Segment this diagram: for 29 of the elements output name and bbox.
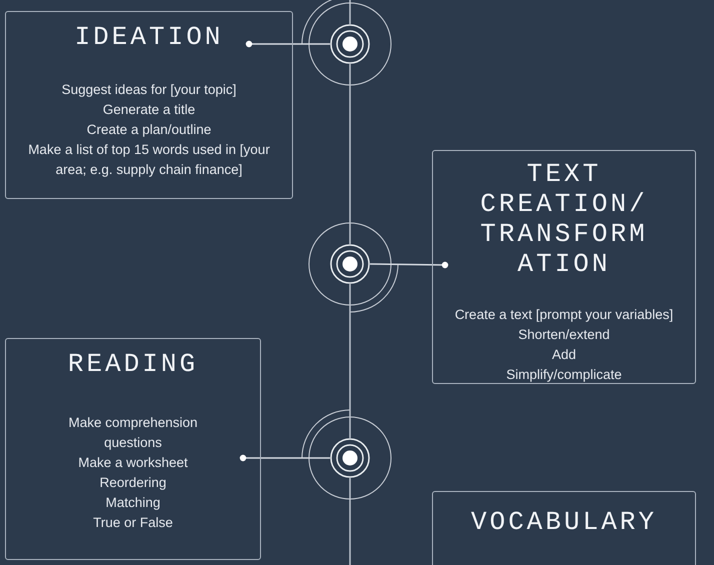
list-item: Shorten/extend xyxy=(517,326,611,344)
list-item: Create a text [prompt your variables] xyxy=(454,306,674,324)
leader-line xyxy=(240,454,330,462)
card-heading: IDEATION xyxy=(74,22,224,52)
list-item: Generate a title xyxy=(102,101,196,119)
card-heading: READING xyxy=(66,349,200,379)
timeline-line xyxy=(349,64,351,244)
card xyxy=(432,491,696,565)
target-circle xyxy=(330,438,370,478)
card-heading: VOCABULARY xyxy=(470,507,658,537)
list-item: Make a list of top 15 words used in [your area; e.g. supply chain finance] xyxy=(27,141,271,179)
list-item: Create a plan/outline xyxy=(86,121,212,139)
card-heading: TEXT CREATION/TRANSFORMATION xyxy=(479,159,649,279)
target-circle xyxy=(330,24,370,64)
list-item: Make a worksheet xyxy=(77,454,189,472)
leader-line xyxy=(370,262,448,268)
list-item: Add xyxy=(550,346,578,364)
timeline-line xyxy=(349,284,351,438)
card xyxy=(5,11,293,199)
leader-line xyxy=(246,40,330,48)
list-item: Simplify/complicate xyxy=(505,366,623,384)
list-item: Reordering xyxy=(98,474,168,492)
target-circle xyxy=(330,244,370,284)
list-item: Make comprehension questions xyxy=(67,414,199,452)
list-item: Matching xyxy=(104,494,162,512)
list-item: Suggest ideas for [your topic] xyxy=(60,81,238,99)
list-item: True or False xyxy=(92,514,174,532)
card xyxy=(432,150,696,384)
card xyxy=(5,338,261,560)
